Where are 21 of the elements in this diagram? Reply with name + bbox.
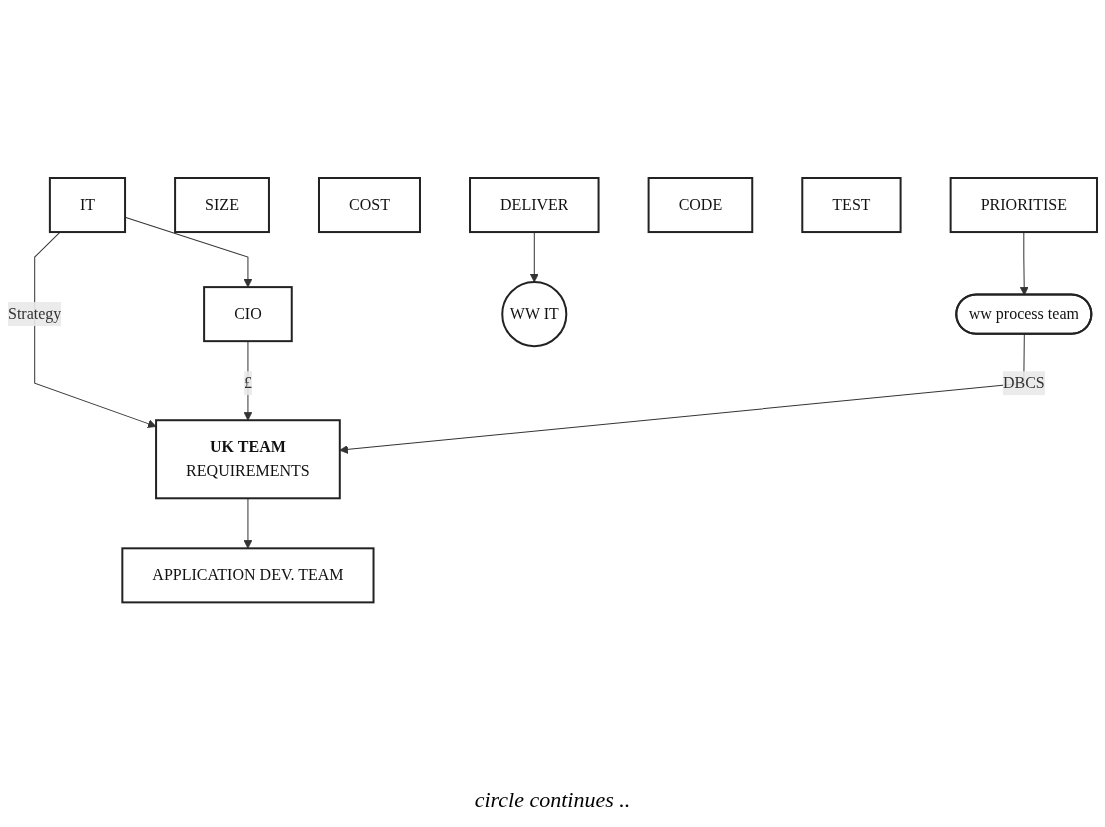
edge-label: Strategy xyxy=(8,305,62,323)
node-box: COST xyxy=(318,177,421,234)
node-circle: WW IT xyxy=(501,281,568,348)
note-text: circle continues .. xyxy=(474,787,631,812)
arrow xyxy=(339,333,1025,455)
node-box: CIO xyxy=(203,286,293,343)
node-box: PRIORITISE xyxy=(949,177,1098,234)
arrow xyxy=(1019,231,1029,296)
edge-label: £ xyxy=(243,374,252,392)
arrow xyxy=(34,231,157,429)
node-box: CODE xyxy=(647,177,754,234)
node-box: APPLICATION DEV. TEAM xyxy=(121,547,375,604)
node-box: IT xyxy=(48,177,127,234)
arrow xyxy=(529,231,539,283)
node-box: DELIVER xyxy=(469,177,600,234)
arrow xyxy=(243,498,253,550)
node-box: TEST xyxy=(801,177,902,234)
arrow xyxy=(243,340,253,421)
node-box: SIZE xyxy=(174,177,270,234)
edge-label: DBCS xyxy=(1002,374,1045,392)
node-box: UK TEAM REQUIREMENTS xyxy=(155,419,341,500)
